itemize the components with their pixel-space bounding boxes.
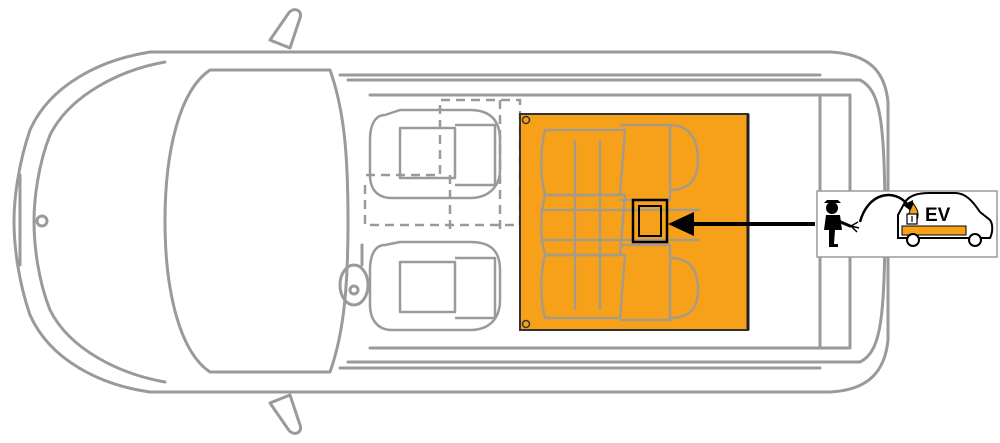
access-point-marker	[631, 198, 669, 244]
battery-fire-icon	[906, 201, 919, 225]
ev-car-icon: EV	[897, 192, 994, 247]
ev-label: EV	[925, 205, 951, 226]
front-seats	[363, 98, 522, 332]
water-spray-icon	[850, 221, 860, 233]
ev-fire-sign: EV	[816, 190, 998, 258]
pointer-arrow	[668, 212, 815, 236]
firefighter-icon	[824, 200, 852, 247]
